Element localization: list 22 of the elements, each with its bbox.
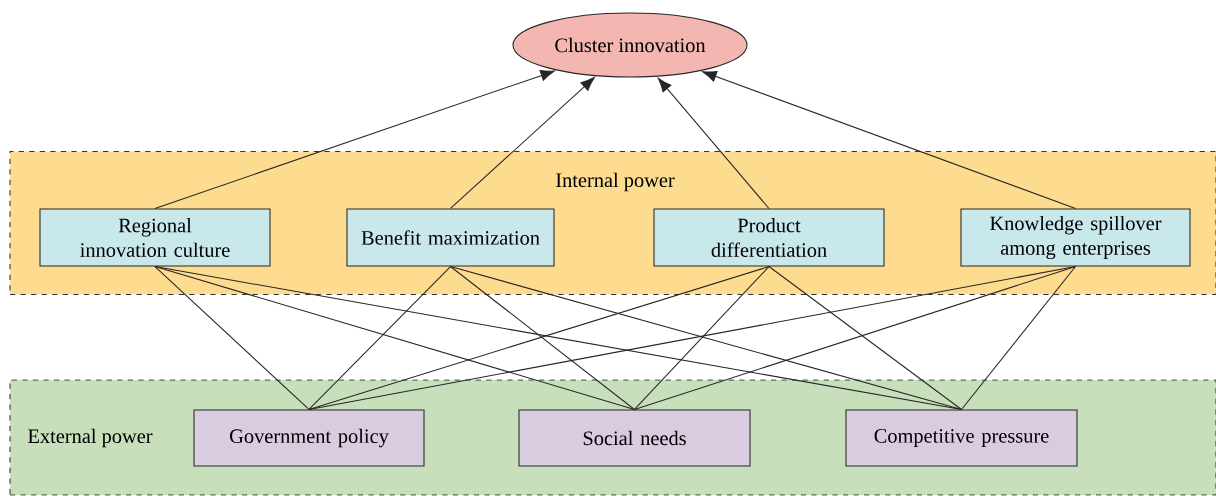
text-box: Knowledge spillover among enterprises [960, 208, 1191, 267]
text-box: Social needs [518, 409, 751, 467]
text-box: Regional innovation culture [39, 208, 271, 267]
connector-line [308, 266, 452, 410]
connector-line [633, 266, 1077, 410]
connector-line [768, 266, 963, 410]
arrow [702, 71, 1077, 209]
connector-line [154, 266, 636, 410]
connector-line [450, 266, 636, 410]
ellipse-node: Cluster innovation [512, 12, 748, 78]
connector-line [154, 266, 310, 410]
connector-line [308, 266, 770, 410]
text-box: Benefit maximization [346, 208, 555, 267]
text-box: Competitive pressure [845, 409, 1078, 467]
arrow [657, 77, 770, 209]
text-box: Government policy [193, 409, 425, 467]
connector-line [633, 266, 770, 410]
connector-line [960, 266, 1077, 410]
connector-line [450, 266, 963, 410]
arrow [450, 77, 595, 209]
arrow [154, 70, 555, 209]
text-box: Product differentiation [653, 208, 885, 267]
